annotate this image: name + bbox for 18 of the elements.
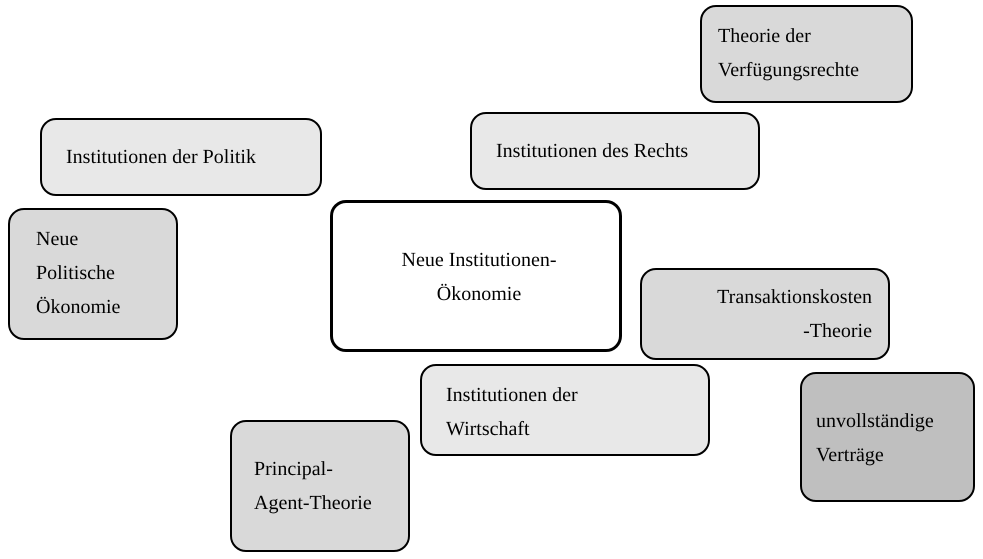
box-label: Neue Politische Ökonomie (36, 227, 122, 320)
topic-box (640, 268, 890, 360)
topic-box (330, 200, 622, 352)
topic-box (420, 364, 710, 456)
box-label: Transaktionskosten -Theorie (716, 285, 872, 344)
topic-box (800, 372, 975, 502)
box-label: Neue Institutionen-Ökonomie (400, 248, 558, 307)
topic-box (700, 5, 913, 103)
box-label: Institutionen der Wirtschaft (446, 383, 579, 442)
topic-box (40, 118, 322, 196)
box-label: Theorie der Verfügungsrechte (718, 24, 860, 83)
box-label: Principal- Agent-Theorie (254, 457, 373, 516)
topic-box (470, 112, 760, 190)
box-label: unvollständige Verträge (816, 409, 935, 468)
box-label: Institutionen des Rechts (496, 139, 690, 164)
topic-box (230, 420, 410, 552)
box-label: Institutionen der Politik (66, 145, 257, 170)
topic-box (8, 208, 178, 340)
